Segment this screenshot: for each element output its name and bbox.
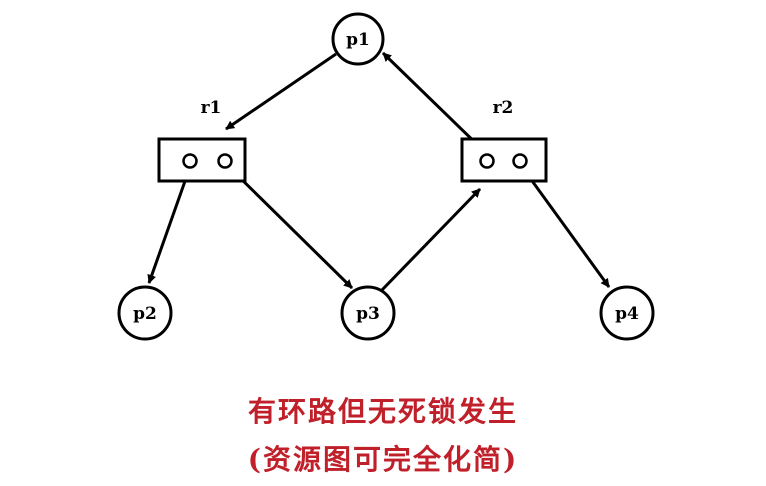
process-p1-label: p1 <box>346 30 370 50</box>
process-p4-label: p4 <box>615 304 639 324</box>
process-p1-circle <box>331 12 385 66</box>
process-p2-label: p2 <box>133 304 157 324</box>
resource-r1-instance-1 <box>182 153 198 169</box>
process-p4: p4 <box>599 285 655 341</box>
process-p3-label: p3 <box>356 304 380 324</box>
process-p2: p2 <box>117 285 173 341</box>
process-p1: p1 <box>331 12 385 66</box>
edge-r2-to-p1 <box>381 51 489 156</box>
edge-p1-to-r1 <box>225 52 337 131</box>
process-p3: p3 <box>340 285 396 341</box>
edge-r1-to-p2 <box>147 166 192 284</box>
resource-r2-instance-2 <box>512 153 528 169</box>
edge-r1-to-p3 <box>227 165 354 290</box>
resource-r2-instance-1 <box>479 153 495 169</box>
resource-r1-label: r1 <box>201 98 222 118</box>
resource-r1: r1 <box>157 98 247 183</box>
resource-r2-box <box>460 137 548 183</box>
process-p2-circle <box>117 285 173 341</box>
caption-line-1: 有环路但无死锁发生 <box>247 395 518 428</box>
edge-r2-to-p4 <box>520 166 611 288</box>
process-p3-circle <box>340 285 396 341</box>
process-p4-circle <box>599 285 655 341</box>
caption-line-2: (资源图可完全化简) <box>247 443 519 476</box>
resource-r2-label: r2 <box>493 98 514 118</box>
resource-allocation-graph: r1 r2 p1 p2 p3 p4 <box>117 12 655 341</box>
resource-r2: r2 <box>460 98 548 183</box>
edge-p3-to-r2 <box>380 187 482 292</box>
edges <box>147 51 611 292</box>
resource-r1-instance-2 <box>217 153 233 169</box>
